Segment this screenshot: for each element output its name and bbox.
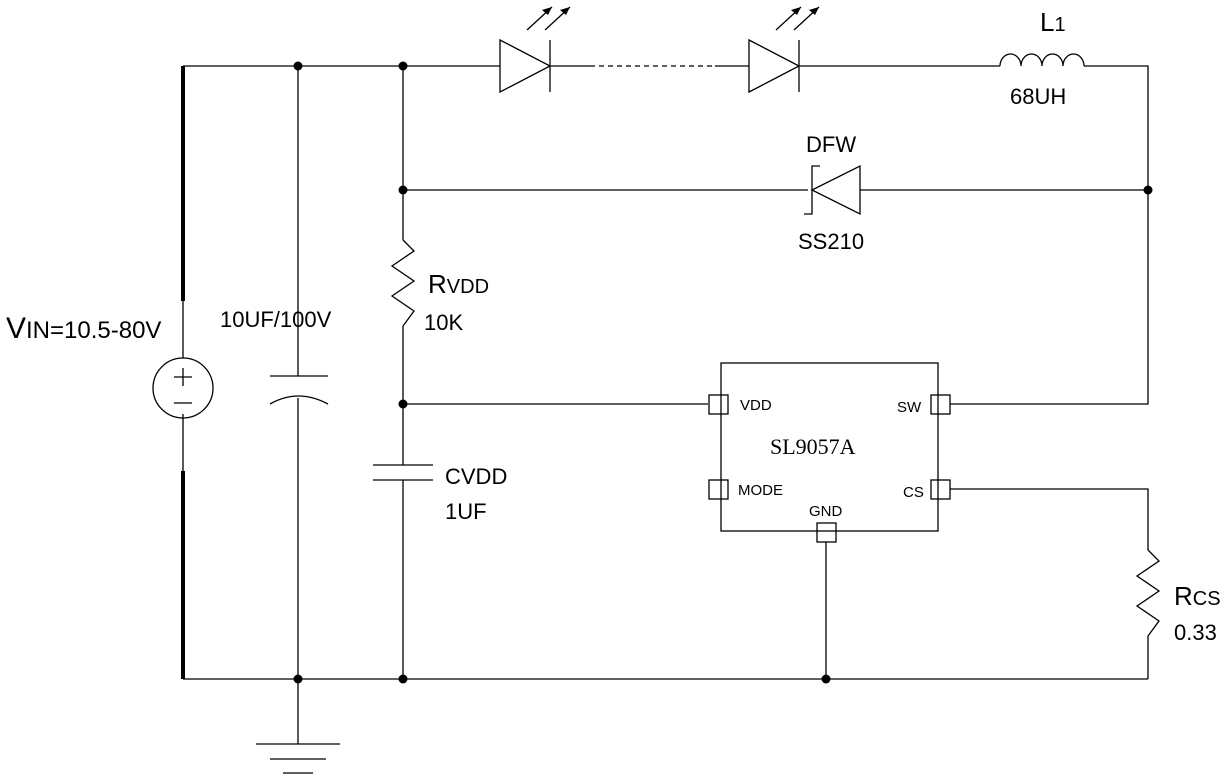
cvdd-name: CVDD: [445, 464, 507, 489]
diode-triangle-icon: [810, 164, 861, 216]
pin-cs-pad: [930, 479, 951, 500]
wires: [183, 65, 1149, 744]
resistor-zigzag-icon: [390, 239, 416, 327]
cs-net-wire: [950, 488, 1149, 679]
led-2: [748, 6, 820, 94]
junction-dot: [1143, 185, 1153, 195]
led-triangle-icon: [499, 38, 552, 94]
vin-label: VIN=10.5-80V: [6, 312, 161, 345]
inductor-value: 68UH: [1010, 84, 1066, 109]
input-capacitor: 10UF/100V: [220, 307, 340, 774]
junction-dots: [293, 61, 1153, 684]
pin-sw-pad: [930, 394, 951, 415]
voltage-source-icon: [152, 357, 214, 419]
inductor: L1 68UH: [999, 7, 1085, 109]
ic-sl9057a: SL9057A VDD MODE SW CS GND: [708, 362, 951, 543]
ic-body: [720, 362, 939, 532]
input-capacitor-value: 10UF/100V: [220, 307, 332, 332]
inductor-label: L1: [1040, 7, 1066, 37]
rvdd-value: 10K: [424, 310, 463, 335]
vin-source: VIN=10.5-80V: [6, 66, 214, 679]
inductor-coil-icon: [999, 53, 1085, 67]
inductor-to-right-wire: [950, 65, 1149, 405]
junction-dot: [293, 61, 303, 71]
junction-dot: [821, 674, 831, 684]
light-rays-icon: [775, 6, 820, 31]
rcs-value: 0.33: [1174, 620, 1217, 645]
pin-sw-label: SW: [897, 399, 922, 416]
pin-mode-pad: [708, 479, 729, 500]
light-rays-icon: [526, 6, 571, 31]
ic-name: SL9057A: [770, 434, 856, 459]
junction-dot: [398, 399, 408, 409]
rcs-label: RCS: [1174, 581, 1221, 611]
pin-vdd-pad: [708, 394, 729, 415]
schottky-bar-icon: [804, 165, 820, 215]
led-1: [499, 6, 571, 94]
diode-part: SS210: [798, 229, 864, 254]
capacitor-curved-plate-icon: [269, 395, 329, 405]
resistor-zigzag-icon: [1135, 549, 1161, 637]
pin-cs-label: CS: [903, 484, 924, 501]
pin-mode-label: MODE: [738, 482, 783, 499]
junction-dot: [398, 61, 408, 71]
rcs-resistor: RCS 0.33: [1135, 549, 1221, 645]
cvdd-value: 1UF: [445, 499, 487, 524]
rvdd-label: RVDD: [428, 269, 489, 299]
diode-name: DFW: [806, 132, 856, 157]
schottky-diode: DFW SS210: [798, 132, 864, 254]
rvdd-resistor: RVDD 10K: [390, 239, 489, 335]
junction-dot: [398, 674, 408, 684]
pin-gnd-pad: [816, 522, 837, 543]
pin-vdd-label: VDD: [740, 397, 772, 414]
cvdd-capacitor: CVDD 1UF: [373, 464, 507, 524]
led-triangle-icon: [748, 38, 801, 94]
capacitor-plates-icon: [373, 464, 433, 481]
junction-dot: [398, 185, 408, 195]
pin-gnd-label: GND: [809, 503, 843, 520]
ground-icon: [256, 743, 340, 774]
junction-dot: [293, 674, 303, 684]
